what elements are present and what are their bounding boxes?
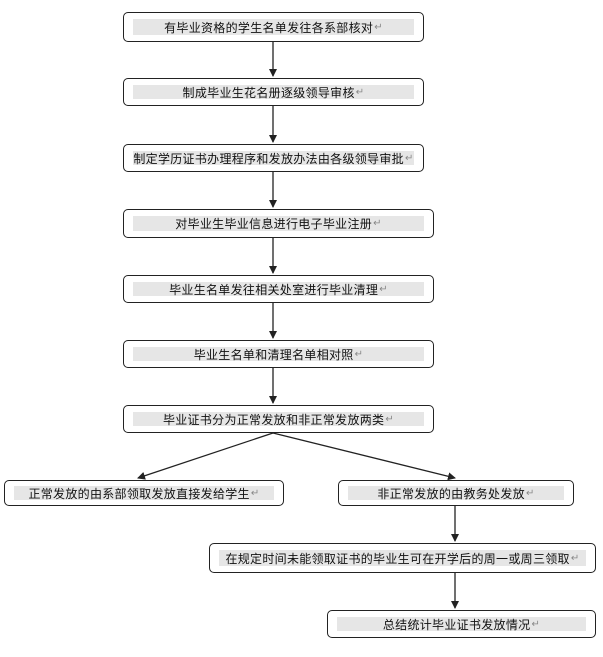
summary-box: 总结统计毕业证书发放情况↵ bbox=[327, 610, 596, 638]
followup-pickup-box: 在规定时间未能领取证书的毕业生可在开学后的周一或周三领取↵ bbox=[209, 543, 596, 573]
branch-abnormal-text: 非正常发放的由教务处发放 bbox=[377, 486, 525, 501]
step-5-box: 毕业生名单发往相关处室进行毕业清理↵ bbox=[123, 275, 434, 303]
paragraph-mark-icon: ↵ bbox=[379, 283, 388, 295]
arrow-7-abnormal bbox=[272, 432, 456, 481]
paragraph-mark-icon: ↵ bbox=[570, 552, 580, 564]
summary-text: 总结统计毕业证书发放情况 bbox=[382, 617, 531, 632]
paragraph-mark-icon: ↵ bbox=[525, 487, 535, 499]
followup-pickup-text: 在规定时间未能领取证书的毕业生可在开学后的周一或周三领取 bbox=[225, 551, 570, 566]
paragraph-mark-icon: ↵ bbox=[373, 218, 382, 229]
arrow-7-normal bbox=[137, 432, 274, 480]
branch-abnormal-box: 非正常发放的由教务处发放↵ bbox=[338, 480, 574, 506]
paragraph-mark-icon: ↵ bbox=[404, 152, 414, 164]
step-4-box: 对毕业生毕业信息进行电子毕业注册↵ bbox=[123, 209, 434, 238]
step-1-box: 有毕业资格的学生名单发往各系部核对↵ bbox=[123, 12, 424, 42]
step-4-text: 对毕业生毕业信息进行电子毕业注册 bbox=[175, 217, 373, 231]
branch-normal-box: 正常发放的由系部领取发放直接发给学生↵ bbox=[4, 480, 284, 506]
paragraph-mark-icon: ↵ bbox=[385, 413, 395, 425]
paragraph-mark-icon: ↵ bbox=[374, 21, 383, 33]
step-2-text: 制成毕业生花名册逐级领导审核 bbox=[182, 85, 355, 100]
paragraph-mark-icon: ↵ bbox=[354, 348, 364, 360]
step-7-box: 毕业证书分为正常发放和非正常发放两类↵ bbox=[123, 405, 434, 433]
step-6-text: 毕业生名单和清理名单相对照 bbox=[193, 347, 354, 362]
step-2-box: 制成毕业生花名册逐级领导审核↵ bbox=[123, 78, 424, 106]
step-5-text: 毕业生名单发往相关处室进行毕业清理 bbox=[169, 282, 379, 297]
step-7-text: 毕业证书分为正常发放和非正常发放两类 bbox=[162, 412, 385, 427]
step-1-text: 有毕业资格的学生名单发往各系部核对 bbox=[164, 20, 374, 35]
paragraph-mark-icon: ↵ bbox=[355, 86, 365, 98]
branch-normal-text: 正常发放的由系部领取发放直接发给学生 bbox=[28, 486, 250, 501]
step-3-text: 制定学历证书办理程序和发放办法由各级领导审批 bbox=[133, 151, 404, 166]
paragraph-mark-icon: ↵ bbox=[250, 487, 260, 499]
step-3-box: 制定学历证书办理程序和发放办法由各级领导审批↵ bbox=[123, 144, 424, 172]
step-6-box: 毕业生名单和清理名单相对照↵ bbox=[123, 340, 434, 368]
paragraph-mark-icon: ↵ bbox=[531, 618, 541, 630]
